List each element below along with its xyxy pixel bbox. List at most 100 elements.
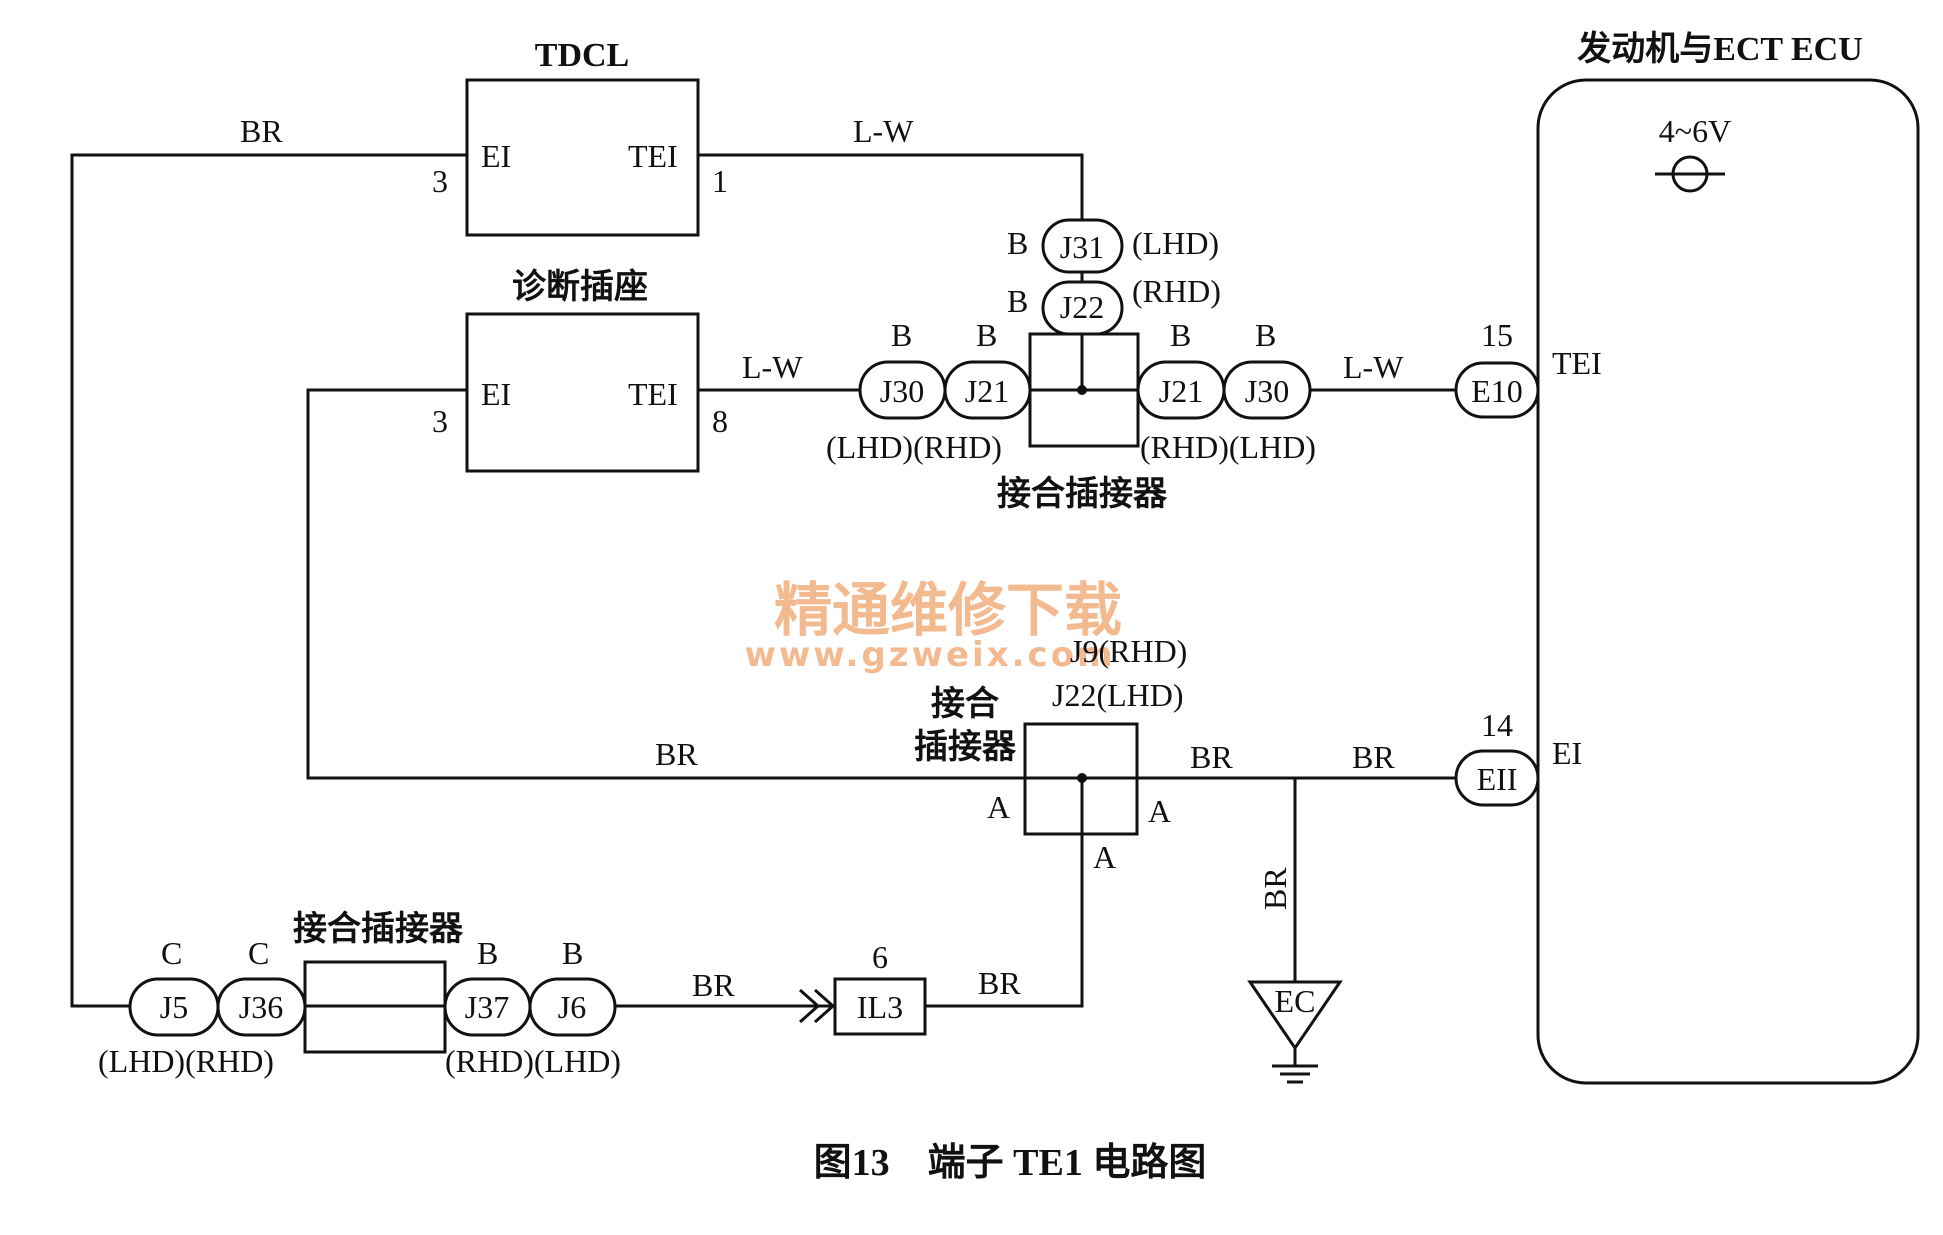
wire-label-br-mid-left: BR	[655, 736, 698, 772]
ecu-connector-e10	[1454, 361, 1540, 419]
junction-mid-title-2: 插接器	[914, 728, 1017, 766]
wire-label-br-il3-out: BR	[978, 965, 1021, 1001]
diag-socket-box	[465, 312, 700, 473]
ecu-connector-e10-label: E10	[1471, 373, 1523, 409]
junction-mid-title-1: 接合	[931, 685, 999, 723]
junction-connector-top: J31 B (LHD) J22 B (RHD) J30 B J21 B (LHD…	[826, 218, 1316, 513]
diag-socket-pin-tei-number: 8	[712, 403, 728, 439]
connector-j6	[528, 977, 617, 1037]
wire-br-socket-loop	[306, 388, 1456, 780]
watermark-line-2: www.gzweix.com	[744, 635, 1115, 675]
connector-j22	[1041, 280, 1124, 336]
tdcl-pin-tei: TEI	[628, 138, 678, 174]
tdcl-block: TDCL EI TEI 3 1	[432, 37, 728, 237]
il3-pin: 6	[872, 939, 888, 975]
wire-lw-tdcl	[698, 153, 1084, 220]
wire-label-br-ecu: BR	[1352, 739, 1395, 775]
connector-j30-left-pin: B	[891, 317, 912, 353]
ecu-voltage: 4~6V	[1659, 113, 1731, 149]
diagnostic-socket-block: 诊断插座 EI TEI 3 8	[432, 268, 728, 473]
junction-mid-dot	[1077, 773, 1087, 783]
il3-arrow-2	[814, 988, 836, 1024]
connector-j21-left-pin: B	[976, 317, 997, 353]
wire-br-left-loop	[70, 153, 467, 1008]
connector-j37-pin: B	[477, 935, 498, 971]
il3-arrow-1	[799, 988, 821, 1024]
ecu-e1-pin-number: 14	[1481, 707, 1513, 743]
tdcl-pin-ei: EI	[481, 138, 511, 174]
junction-bottom-title: 接合插接器	[293, 910, 464, 948]
ecu-connector-e11-label: EII	[1477, 761, 1518, 797]
diag-socket-title: 诊断插座	[512, 268, 648, 306]
junction-mid-pin-right: A	[1148, 793, 1171, 829]
ecu-connector-e11	[1454, 749, 1540, 807]
connector-j30-right	[1222, 360, 1312, 420]
junction-bottom-left-note: (LHD)(RHD)	[98, 1043, 274, 1079]
connector-j30-left-label: J30	[880, 373, 924, 409]
diag-socket-pin-ei: EI	[481, 376, 511, 412]
connector-j36-pin: C	[248, 935, 269, 971]
junction-mid-label-2: J22(LHD)	[1052, 677, 1184, 713]
junction-mid-pin-left: A	[987, 789, 1010, 825]
wire-br-junction-il3	[925, 778, 1084, 1008]
connector-j30-right-pin: B	[1255, 317, 1276, 353]
junction-top-right-note: (RHD)(LHD)	[1140, 429, 1316, 465]
tdcl-box	[465, 78, 700, 237]
connector-j22-note: (RHD)	[1132, 273, 1221, 309]
connector-j37-label: J37	[465, 989, 509, 1025]
connector-j21-left	[943, 360, 1032, 420]
connector-j21-right-label: J21	[1159, 373, 1203, 409]
il3-label: IL3	[857, 989, 903, 1025]
connector-j31-note: (LHD)	[1132, 225, 1219, 261]
ecu-title: 发动机与ECT ECU	[1577, 30, 1863, 68]
wire-label-lw-socket: L-W	[742, 349, 803, 385]
connector-j5-label: J5	[160, 989, 188, 1025]
ecu-te1-pin: TEI	[1552, 345, 1602, 381]
ec-ground-triangle	[1247, 980, 1343, 1051]
ec-ground-label: EC	[1275, 983, 1316, 1019]
junction-top-title: 接合插接器	[997, 475, 1168, 513]
ecu-e1-pin: EI	[1552, 735, 1582, 771]
wire-label-br-top: BR	[240, 113, 283, 149]
watermark: 精通维修下载 www.gzweix.com	[744, 576, 1122, 675]
ec-ground: EC	[1247, 980, 1343, 1084]
wire-label-lw-ecu: L-W	[1343, 349, 1404, 385]
connector-j22-pin: B	[1007, 283, 1028, 319]
connector-j30-right-label: J30	[1245, 373, 1289, 409]
junction-connector-bottom: 接合插接器 J5 C J36 C J37 B J6 B (LHD)(RHD) (…	[98, 910, 621, 1079]
ecu-te1-pin-number: 15	[1481, 317, 1513, 353]
tdcl-pin-ei-number: 3	[432, 163, 448, 199]
ecu-box	[1536, 78, 1920, 1085]
junction-mid-pin-bottom: A	[1093, 839, 1116, 875]
junction-connector-mid: J9(RHD) J22(LHD) 接合 插接器 A A A	[914, 633, 1187, 875]
connector-j6-label: J6	[558, 989, 586, 1025]
il3-connector: IL3 6	[833, 939, 927, 1036]
connector-j31	[1041, 218, 1124, 274]
tdcl-pin-tei-number: 1	[712, 163, 728, 199]
connector-j31-label: J31	[1060, 229, 1104, 265]
watermark-line-1: 精通维修下载	[774, 576, 1122, 644]
junction-mid-label-1: J9(RHD)	[1070, 633, 1187, 669]
junction-top-dot	[1077, 385, 1087, 395]
connector-j31-pin: B	[1007, 225, 1028, 261]
connector-j21-right-pin: B	[1170, 317, 1191, 353]
junction-bottom-right-note: (RHD)(LHD)	[445, 1043, 621, 1079]
connector-j6-pin: B	[562, 935, 583, 971]
junction-top-left-note: (LHD)(RHD)	[826, 429, 1002, 465]
wire-label-br-mid-right: BR	[1190, 739, 1233, 775]
ecu-block: 发动机与ECT ECU 4~6V E10 15 TEI EII 14 EI	[1454, 30, 1920, 1085]
wire-label-br-vertical: BR	[1257, 867, 1293, 910]
diag-socket-pin-ei-number: 3	[432, 403, 448, 439]
wire-label-lw-top: L-W	[853, 113, 914, 149]
wire-labels: BR L-W L-W L-W BR BR BR BR BR BR	[240, 113, 1404, 1003]
tdcl-title: TDCL	[535, 37, 629, 74]
figure-caption: 图13 端子 TE1 电路图	[814, 1142, 1207, 1184]
connector-j22-label: J22	[1060, 289, 1104, 325]
wire-label-br-il3-in: BR	[692, 967, 735, 1003]
diag-socket-pin-tei: TEI	[628, 376, 678, 412]
connector-j21-left-label: J21	[965, 373, 1009, 409]
connector-j36	[216, 977, 307, 1037]
connector-j5-pin: C	[161, 935, 182, 971]
il3-box	[833, 977, 927, 1036]
